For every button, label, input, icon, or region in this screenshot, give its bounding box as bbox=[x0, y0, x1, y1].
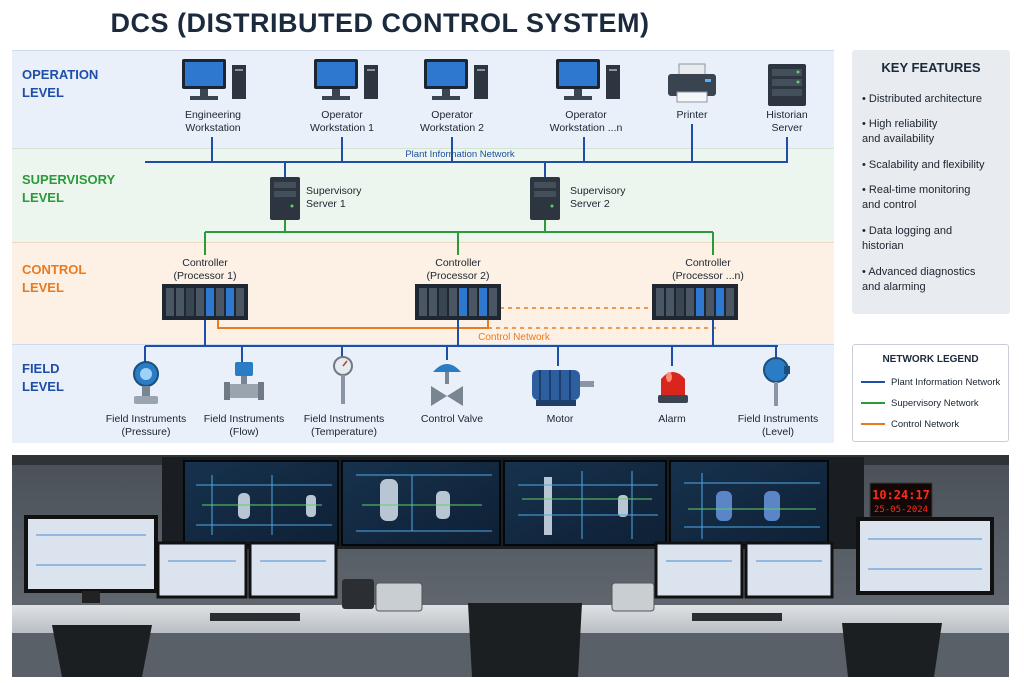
device-label: Operator Workstation 2 bbox=[420, 109, 484, 134]
operation-level-label: OPERATION LEVEL bbox=[22, 67, 99, 100]
alarm-beacon-icon bbox=[658, 372, 688, 403]
feature-item: • High reliability and availability bbox=[862, 118, 938, 145]
field-device-label: Motor bbox=[546, 413, 574, 425]
supervisory-level-band bbox=[12, 148, 834, 242]
controller-label: Controller (Processor 2) bbox=[426, 257, 490, 282]
feature-item: • Data logging and historian bbox=[862, 225, 953, 252]
motor-icon bbox=[532, 370, 594, 406]
feature-item: • Advanced diagnostics and alarming bbox=[862, 266, 976, 293]
control-level-label: CONTROL LEVEL bbox=[22, 262, 87, 295]
control-network-label: Control Network bbox=[478, 332, 550, 343]
legend-swatch bbox=[861, 423, 885, 426]
field-device-label: Alarm bbox=[658, 413, 686, 425]
controller-label: Controller (Processor ...n) bbox=[672, 257, 744, 282]
server-icon bbox=[530, 177, 560, 220]
device-label: Historian Server bbox=[766, 109, 808, 134]
device-label: Engineering Workstation bbox=[184, 109, 242, 134]
controller-rack-icon bbox=[162, 284, 248, 320]
legend-item: Control Network bbox=[861, 419, 959, 430]
key-features-panel: KEY FEATURES • Distributed architecture … bbox=[852, 50, 1010, 314]
clock-time: 10:24:17 bbox=[872, 488, 930, 502]
device-label: Operator Workstation ...n bbox=[549, 109, 623, 134]
device-label: Printer bbox=[676, 109, 708, 121]
supervisory-level-label: SUPERVISORY LEVEL bbox=[22, 172, 116, 205]
field-device-label: Field Instruments (Temperature) bbox=[303, 413, 385, 438]
network-legend: NETWORK LEGEND Plant Information Network… bbox=[852, 344, 1009, 442]
field-device-label: Field Instruments (Level) bbox=[737, 413, 819, 438]
field-device-label: Field Instruments (Flow) bbox=[203, 413, 285, 438]
legend-title: NETWORK LEGEND bbox=[882, 354, 979, 365]
workstation-icon bbox=[314, 59, 378, 100]
device-label: Operator Workstation 1 bbox=[310, 109, 374, 134]
temperature-gauge-icon bbox=[333, 356, 353, 404]
network-lines bbox=[144, 124, 788, 366]
printer-icon bbox=[668, 63, 716, 103]
legend-item: Supervisory Network bbox=[861, 398, 979, 409]
workstation-icon bbox=[182, 59, 246, 100]
plant-network-label: Plant Information Network bbox=[405, 149, 515, 160]
flow-meter-icon bbox=[224, 362, 264, 400]
key-features-title: KEY FEATURES bbox=[881, 60, 981, 75]
feature-item: • Scalability and flexibility bbox=[862, 159, 985, 171]
control-valve-icon bbox=[431, 364, 463, 406]
server-label: Supervisory Server 1 bbox=[306, 185, 362, 210]
workstation-icon bbox=[424, 59, 488, 100]
clock-date: 25-05-2024 bbox=[874, 505, 928, 515]
legend-item: Plant Information Network bbox=[861, 377, 1000, 388]
diagram-title: DCS (DISTRIBUTED CONTROL SYSTEM) bbox=[110, 8, 650, 38]
legend-swatch bbox=[861, 381, 885, 384]
feature-item: • Distributed architecture bbox=[862, 93, 983, 105]
server-icon bbox=[270, 177, 300, 220]
level-transmitter-icon bbox=[763, 357, 790, 406]
controller-rack-icon bbox=[415, 284, 501, 320]
field-level-label: FIELD LEVEL bbox=[22, 361, 64, 394]
workstation-icon bbox=[556, 59, 620, 100]
control-room-photo: 10:24:17 25-05-2024 bbox=[12, 455, 1009, 677]
server-icon bbox=[768, 64, 806, 106]
pressure-transmitter-icon bbox=[133, 361, 159, 404]
controller-label: Controller (Processor 1) bbox=[173, 257, 237, 282]
feature-item: • Real-time monitoring and control bbox=[862, 184, 971, 211]
legend-swatch bbox=[861, 402, 885, 405]
field-device-label: Control Valve bbox=[420, 413, 484, 425]
server-label: Supervisory Server 2 bbox=[570, 185, 626, 210]
field-device-label: Field Instruments (Pressure) bbox=[105, 413, 187, 438]
controller-rack-icon bbox=[652, 284, 738, 320]
